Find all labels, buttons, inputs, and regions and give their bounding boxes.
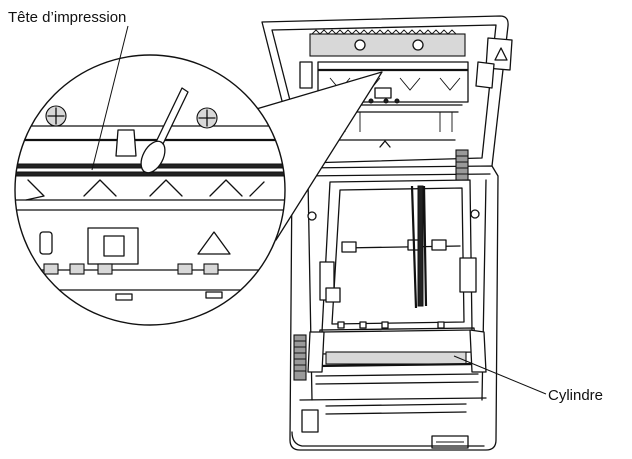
platen-leader-line [453, 355, 547, 395]
print-head-label: Tête d’impression [8, 9, 126, 26]
print-head-magnified-inset [14, 54, 383, 326]
cleaning-swab-tip [140, 140, 166, 174]
platen-roller [325, 351, 467, 365]
platen-label: Cylindre [548, 387, 603, 404]
printer-illustration [261, 15, 513, 451]
print-head-leader-line [91, 25, 129, 171]
